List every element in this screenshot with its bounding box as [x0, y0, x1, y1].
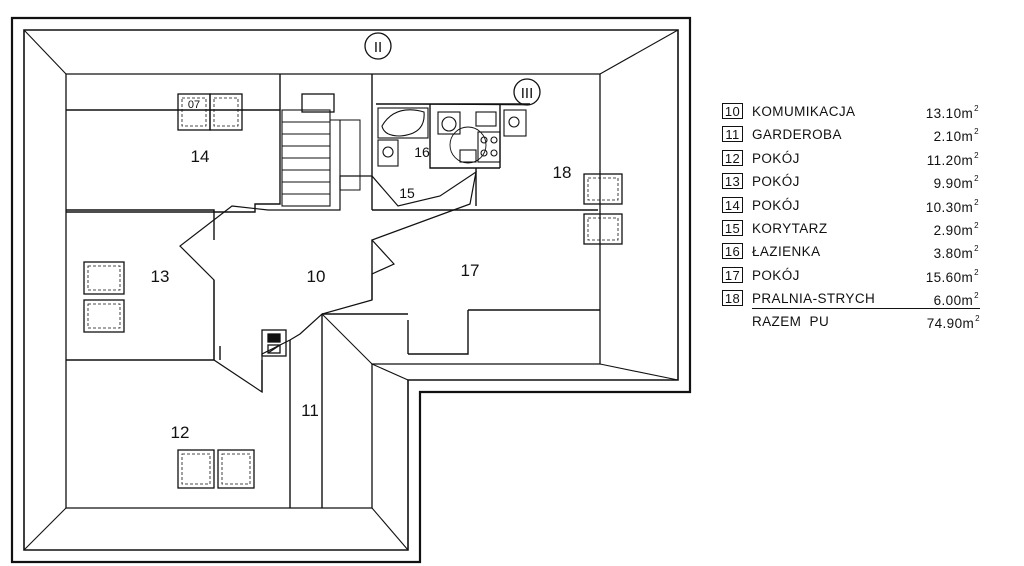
schedule-row: 12 POKÓJ 11.20m2 [722, 147, 987, 170]
room-area: 3.80m2 [933, 244, 979, 262]
schedule-row: 18 PRALNIA-STRYCH 6.00m2 [722, 287, 987, 310]
window-tag: 07 [188, 99, 200, 111]
schedule-row: 16 ŁAZIENKA 3.80m2 [722, 240, 987, 263]
room-name: KOMUMIKACJA [752, 104, 856, 119]
outer-wall-inner [23, 29, 679, 551]
room-area: 15.60m2 [925, 267, 979, 285]
schedule-row: 15 KORYTARZ 2.90m2 [722, 217, 987, 240]
room-name: POKÓJ [752, 267, 800, 283]
schedule-row: 14 POKÓJ 10.30m2 [722, 194, 987, 217]
room-name: POKÓJ [752, 174, 800, 190]
room-number: 11 [722, 126, 743, 143]
axis-marker-ii [364, 32, 392, 60]
room-name: ŁAZIENKA [752, 244, 821, 260]
room-label: 18 [553, 163, 572, 182]
room-area: 11.20m2 [926, 150, 979, 168]
room-label: 16 [414, 144, 430, 160]
room-number: 18 [722, 290, 743, 307]
bathroom-fixtures [377, 107, 527, 167]
total-divider [752, 308, 980, 309]
room-area: 6.00m2 [933, 291, 979, 309]
room-label: 14 [191, 147, 210, 166]
room-area: 10.30m2 [925, 197, 979, 215]
axis-label-ii: II [374, 39, 382, 56]
outer-wall [10, 16, 692, 564]
room-name: POKÓJ [752, 197, 800, 213]
room-area: 2.10m2 [933, 127, 979, 145]
room-name: POKÓJ [752, 150, 800, 166]
total-area: 74.90m2 [926, 314, 980, 331]
attic-floor-plan: II III 07 10 11 12 13 14 15 16 17 18 [10, 16, 692, 564]
room-label: 17 [461, 261, 480, 280]
room-number: 14 [722, 196, 743, 213]
schedule-row: 10 KOMUMIKACJA 13.10m2 [722, 100, 987, 123]
internal-walls [66, 74, 600, 508]
knee-wall [65, 73, 601, 509]
schedule-row: 11 GARDEROBA 2.10m2 [722, 123, 987, 146]
chimney [261, 329, 287, 357]
roof-windows [83, 93, 623, 489]
room-name: KORYTARZ [752, 220, 828, 236]
room-schedule: 10 KOMUMIKACJA 13.10m2 11 GARDEROBA 2.10… [722, 100, 987, 331]
room-name: PRALNIA-STRYCH [752, 291, 876, 307]
room-label: 10 [307, 267, 326, 286]
room-label: 13 [151, 267, 170, 286]
room-number: 13 [722, 173, 743, 190]
room-label: 11 [301, 401, 319, 420]
room-area: 2.90m2 [933, 220, 979, 238]
room-number: 16 [722, 243, 743, 260]
schedule-row: 13 POKÓJ 9.90m2 [722, 170, 987, 193]
total-label: RAZEM PU [752, 314, 830, 329]
axis-label-iii: III [521, 85, 534, 102]
room-label: 15 [399, 185, 415, 201]
room-number: 10 [722, 103, 743, 119]
room-area: 9.90m2 [933, 174, 979, 192]
hallway-outline [179, 170, 477, 394]
roof-hips [23, 29, 679, 551]
room-number: 15 [722, 219, 743, 236]
room-number: 12 [722, 149, 743, 166]
staircase [281, 109, 361, 207]
room-name: GARDEROBA [752, 127, 842, 143]
schedule-row: 17 POKÓJ 15.60m2 [722, 264, 987, 287]
room-area: 13.10m2 [925, 104, 979, 121]
room-number: 17 [722, 266, 743, 283]
room-label: 12 [171, 423, 190, 442]
